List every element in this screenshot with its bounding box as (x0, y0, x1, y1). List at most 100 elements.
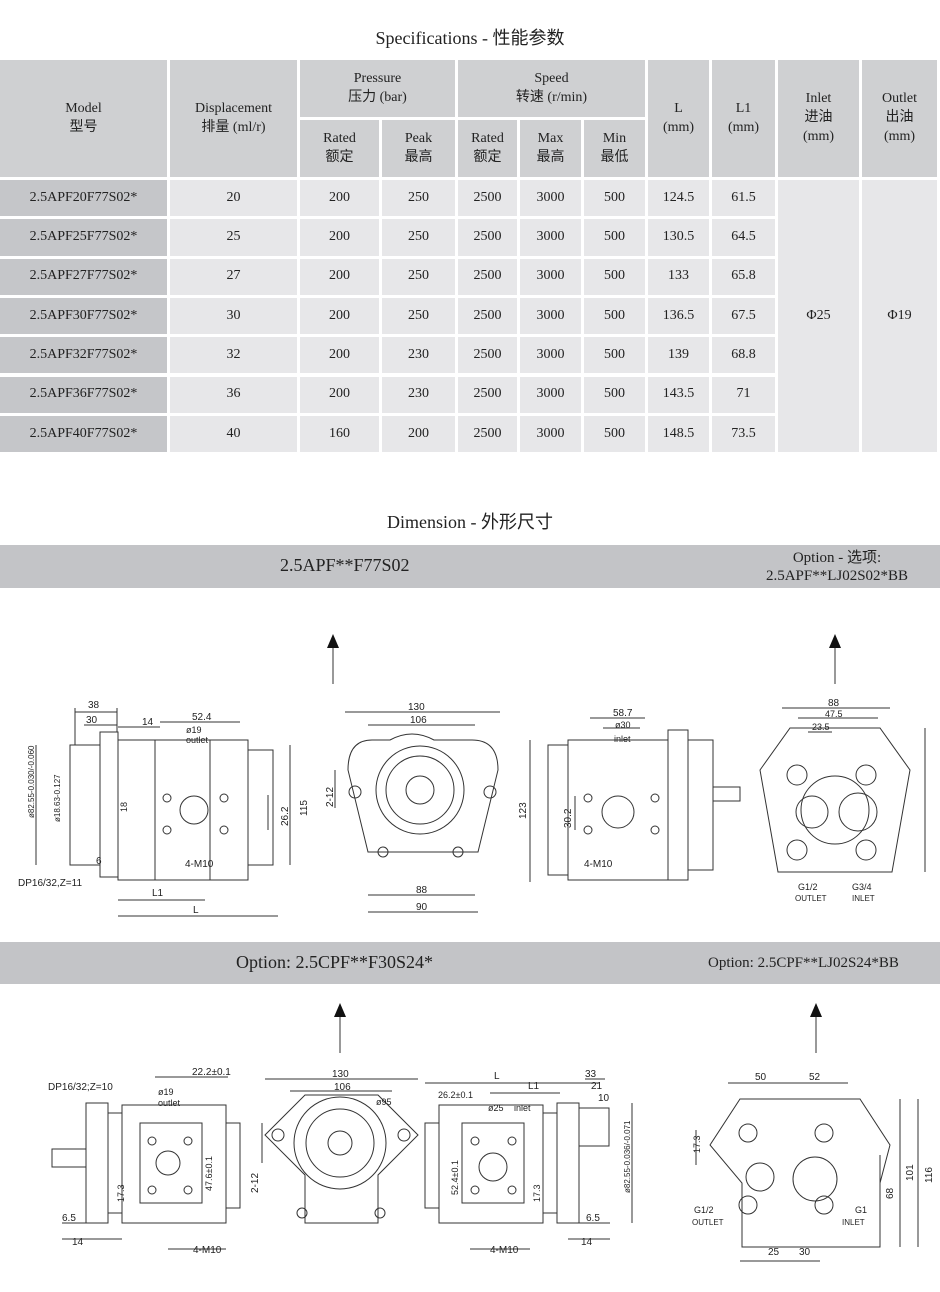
dim-label: 14 (142, 717, 154, 728)
outlet-value: Φ19 (862, 180, 937, 453)
header-l1: L1 (mm) (712, 60, 775, 177)
dim-label: 106 (410, 715, 427, 726)
rear-view-drawing (547, 717, 741, 881)
dim-label: 52 (809, 1072, 821, 1083)
table-cell: 2500 (458, 376, 517, 413)
dim-label: 17.3 (692, 1135, 702, 1153)
dim-label: ø19 (158, 1087, 174, 1097)
table-cell: 32 (170, 337, 297, 374)
band1-right: Option - 选项: 2.5APF**LJ02S02*BB (765, 550, 909, 584)
dim-label: 88 (416, 885, 428, 896)
dimension-title: Dimension - 外形尺寸 (387, 512, 553, 532)
table-cell: 130.5 (648, 219, 709, 256)
dim-label: ø95 (376, 1097, 392, 1107)
dim-label: G3/4 (852, 882, 872, 892)
dim-label: 6.5 (62, 1213, 76, 1224)
table-cell: 2500 (458, 180, 517, 217)
dim-label: L (193, 905, 199, 916)
table-cell: 200 (300, 337, 379, 374)
dim-label: INLET (852, 894, 875, 903)
dim-label: 90 (416, 902, 428, 913)
dim-label: G1 (855, 1205, 867, 1215)
table-cell: 3000 (520, 258, 581, 295)
table-cell: 68.8 (712, 337, 775, 374)
header-inlet: Inlet 进油 (mm) (778, 60, 859, 177)
table-cell: 143.5 (648, 376, 709, 413)
table-cell: 71 (712, 376, 775, 413)
table-cell: 61.5 (712, 180, 775, 217)
dim-label: ø18.63-0.127 (53, 774, 62, 822)
table-cell: 139 (648, 337, 709, 374)
band1-left: 2.5APF**F77S02 (280, 555, 410, 575)
side-view-drawing (51, 1076, 241, 1250)
header-displacement: Displacement 排量 (ml/r) (170, 60, 297, 177)
dim-label: outlet (158, 1098, 181, 1108)
dim-label: 116 (924, 1167, 935, 1183)
dim-label: 26.2±0.1 (438, 1090, 473, 1100)
table-cell: 30 (170, 297, 297, 335)
dimension-drawings-1: 38 30 14 52.4 ø19 outlet 130 106 58.7 ø3… (18, 634, 926, 917)
dim-label: 38 (88, 700, 100, 711)
table-cell: 2.5APF36F77S02* (0, 376, 167, 413)
table-cell: 200 (300, 180, 379, 217)
dim-label: 47.5 (825, 709, 843, 719)
dim-label: 4-M10 (490, 1245, 519, 1256)
dim-label: 14 (72, 1237, 84, 1248)
dim-label: 17.3 (116, 1184, 126, 1202)
dim-label: 10 (598, 1093, 610, 1104)
header-model: Model 型号 (0, 60, 167, 177)
dim-label: inlet (514, 1103, 531, 1113)
table-cell: 2500 (458, 258, 517, 295)
dim-label: 30 (799, 1247, 811, 1258)
dim-label: ø30 (615, 720, 631, 730)
dim-label: G1/2 (694, 1205, 714, 1215)
dim-label: DP16/32,Z=11 (18, 878, 82, 889)
inlet-value: Φ25 (778, 180, 859, 453)
front-view-drawing (261, 1078, 419, 1224)
dim-label: 68 (885, 1187, 896, 1199)
dim-label: 25 (768, 1247, 780, 1258)
dim-label: ø19 (186, 725, 202, 735)
port-view-drawing (759, 707, 926, 873)
front-view-drawing (334, 711, 531, 913)
table-cell: 2500 (458, 337, 517, 374)
table-cell: 500 (584, 337, 645, 374)
side-view-drawing (35, 708, 291, 917)
dim-label: 58.7 (613, 708, 633, 719)
table-cell: 250 (382, 180, 455, 217)
table-cell: 500 (584, 415, 645, 453)
header-peak-pressure: Peak 最高 (382, 120, 455, 177)
dimension-drawings-2: DP16/32;Z=10 ø19 outlet 22.2±0.1 47.6±0.… (48, 1003, 935, 1262)
table-cell: 27 (170, 258, 297, 295)
table-cell: 230 (382, 376, 455, 413)
header-rated-pressure: Rated 额定 (300, 120, 379, 177)
dim-label: 47.6±0.1 (204, 1156, 214, 1191)
table-cell: 2.5APF32F77S02* (0, 337, 167, 374)
table-cell: 148.5 (648, 415, 709, 453)
dim-label: 2-12 (325, 787, 336, 807)
table-cell: 2.5APF25F77S02* (0, 219, 167, 256)
spec-title: Specifications - 性能参数 (375, 28, 565, 48)
dim-label: 4-M10 (584, 859, 613, 870)
dim-label: 4-M10 (193, 1245, 222, 1256)
header-speed: Speed 转速 (r/min) (458, 60, 645, 117)
table-cell: 500 (584, 219, 645, 256)
table-cell: 3000 (520, 219, 581, 256)
header-min-speed: Min 最低 (584, 120, 645, 177)
rear-view-drawing (424, 1078, 633, 1250)
dim-label: 4-M10 (185, 859, 214, 870)
table-cell: 2500 (458, 415, 517, 453)
table-cell: 25 (170, 219, 297, 256)
table-cell: 40 (170, 415, 297, 453)
table-cell: 64.5 (712, 219, 775, 256)
table-cell: 500 (584, 376, 645, 413)
table-cell: 65.8 (712, 258, 775, 295)
table-cell: 200 (300, 376, 379, 413)
dim-label: 106 (334, 1082, 351, 1093)
dim-label: ø25 (488, 1103, 504, 1113)
dim-label: 18 (119, 802, 129, 812)
dim-label: G1/2 (798, 882, 818, 892)
dim-label: 130 (332, 1069, 349, 1080)
dim-label: OUTLET (795, 894, 827, 903)
dim-label: 115 (299, 800, 310, 816)
